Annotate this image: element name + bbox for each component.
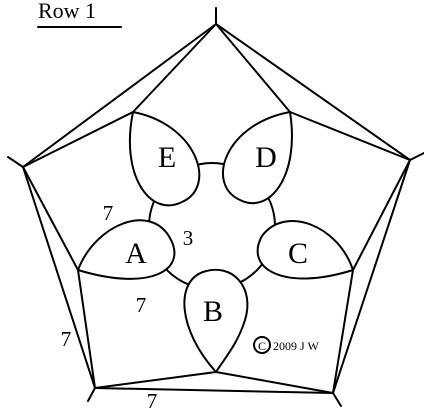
petal-label-b: B [203, 295, 223, 328]
chain-bottom-left [77, 269, 217, 389]
petal-c [256, 220, 354, 280]
edge-count-inner-lower: 7 [136, 293, 147, 317]
chain-left [22, 111, 134, 271]
petal-b [183, 269, 249, 373]
petal-a [77, 219, 176, 280]
edge-count-upper-left: 7 [103, 201, 114, 225]
petal-label-c: C [288, 237, 308, 270]
chain-top [132, 23, 291, 113]
copyright-symbol: C [258, 339, 266, 353]
petal-label-d: D [255, 141, 277, 174]
copyright-text: 2009 J W [273, 339, 319, 353]
ring-count-label: 3 [183, 226, 194, 250]
spike-right [409, 152, 424, 161]
spike-bottom-left [87, 387, 96, 402]
edge-count-bottom: 7 [147, 389, 158, 412]
petal-label-e: E [158, 141, 176, 174]
edge-count-outer-left: 7 [61, 327, 72, 351]
chain-bottom-right [215, 269, 354, 394]
copyright-icon [253, 336, 271, 354]
outer-pentagon [22, 23, 411, 394]
spike-bottom-right [332, 392, 342, 407]
petal-label-a: A [125, 237, 147, 270]
chain-right [289, 111, 411, 271]
petal-d [222, 111, 293, 205]
spike-left [7, 156, 24, 168]
diagram-title: Row 1 [38, 0, 96, 23]
petal-e [128, 111, 201, 207]
